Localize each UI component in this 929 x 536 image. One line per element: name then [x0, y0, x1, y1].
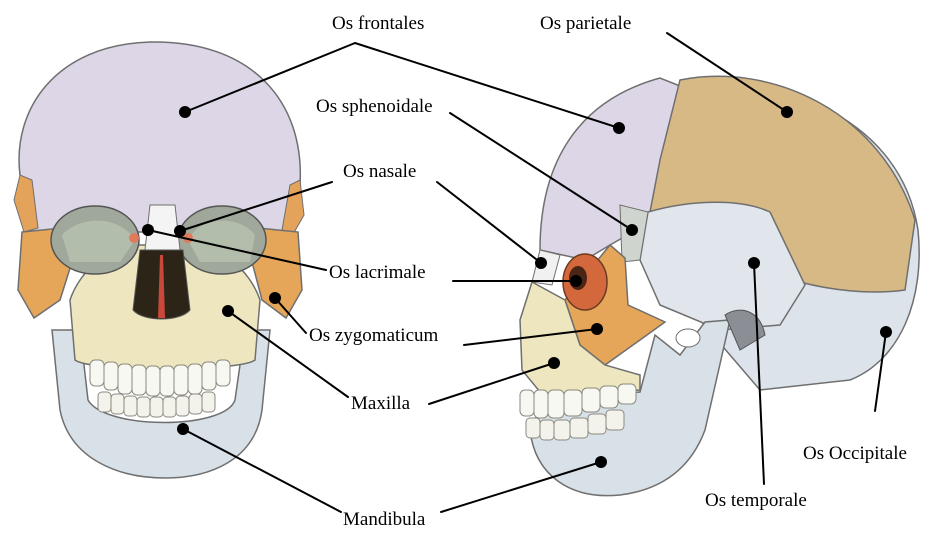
label-os-sphenoidale: Os sphenoidale [316, 97, 433, 116]
label-os-occipitale: Os Occipitale [803, 444, 907, 463]
label-os-frontales: Os frontales [332, 14, 424, 33]
skull-side-view [520, 76, 919, 495]
label-maxilla: Maxilla [351, 394, 410, 413]
skull-front-view [14, 42, 304, 478]
label-os-nasale: Os nasale [343, 162, 416, 181]
label-os-parietale: Os parietale [540, 14, 631, 33]
label-mandibula: Mandibula [343, 510, 425, 529]
label-os-lacrimale: Os lacrimale [329, 263, 426, 282]
label-os-temporale: Os temporale [705, 491, 807, 510]
front-frontal-bone [19, 42, 300, 232]
label-os-zygomaticum: Os zygomaticum [309, 326, 438, 345]
side-nasal-bone [532, 250, 560, 285]
